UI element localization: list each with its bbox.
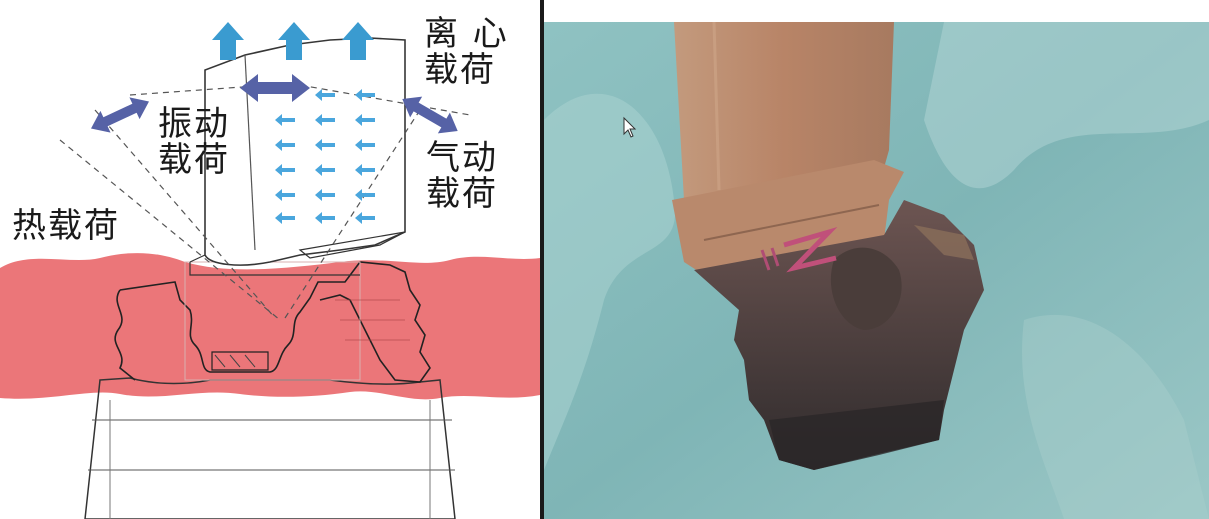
centrifugal-load-label: 离 心 载荷 [424,16,509,88]
disk-body [85,378,455,519]
thermal-load-label: 热载荷 [12,208,120,244]
centrifugal-load-line-1: 离 心 [424,16,509,52]
vibration-load-line-2: 载荷 [158,142,230,178]
vibration-load-line-1: 振动 [158,106,230,142]
blade-photo-image [544,0,1209,519]
blade-load-diagram: 离 心 载荷 振动 载荷 气动 载荷 热载荷 [0,0,540,519]
double-arrow-icon [86,91,154,140]
blade-photo [544,0,1209,519]
centrifugal-load-line-2: 载荷 [424,52,509,88]
aero-load-line-2: 载荷 [426,176,498,212]
aero-load-line-1: 气动 [426,140,498,176]
up-arrow-icon [212,22,244,60]
double-arrow-icon [396,89,463,142]
aero-load-label: 气动 载荷 [426,140,498,212]
vibration-load-label: 振动 载荷 [158,106,230,178]
blade-airfoil [205,38,405,265]
